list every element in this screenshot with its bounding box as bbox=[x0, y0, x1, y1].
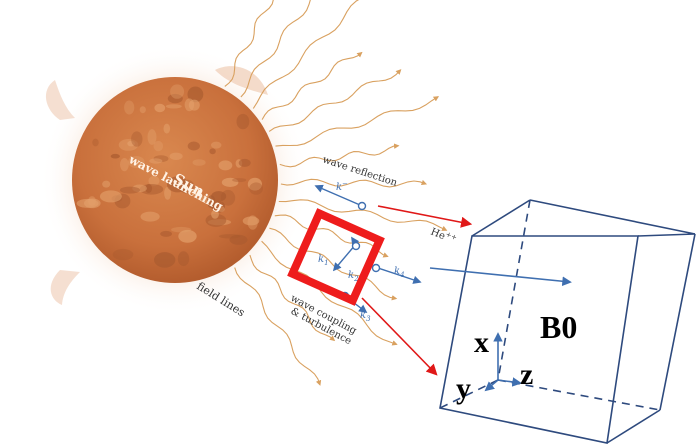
b0-label: B0 bbox=[540, 309, 577, 345]
field-line bbox=[252, 0, 360, 109]
field-line bbox=[279, 143, 400, 168]
axis-y-label: y bbox=[456, 372, 471, 405]
field-line bbox=[261, 240, 398, 346]
simulation-box bbox=[439, 199, 696, 444]
k2-label: k2 bbox=[348, 270, 359, 283]
axis-x-label: x bbox=[474, 326, 489, 359]
field-line bbox=[240, 0, 311, 98]
field-line bbox=[224, 0, 274, 87]
field-line bbox=[274, 214, 389, 258]
field-line bbox=[269, 227, 398, 301]
wave-vector-labels: k− k1 k2 k3 k4 bbox=[318, 180, 405, 323]
k-minus-label: k− bbox=[336, 180, 348, 193]
sun-surface-texture bbox=[76, 84, 263, 268]
b0-field-arrow bbox=[429, 267, 572, 287]
field-line bbox=[234, 267, 322, 386]
field-line bbox=[275, 96, 440, 147]
k3-label: k3 bbox=[360, 310, 371, 323]
helium-label: He++ bbox=[429, 225, 458, 247]
zoom-arrows bbox=[361, 205, 473, 376]
axis-z-label: z bbox=[520, 358, 533, 391]
coordinate-axes bbox=[484, 332, 522, 392]
k4-label: k4 bbox=[394, 266, 405, 279]
field-lines bbox=[224, 0, 448, 386]
sun: Sun wave launching bbox=[72, 77, 278, 283]
field-line bbox=[261, 51, 363, 120]
field-line bbox=[268, 69, 402, 132]
field-line bbox=[278, 199, 448, 231]
zoom-region-square bbox=[287, 208, 385, 306]
field-line bbox=[280, 178, 428, 188]
wave-reflection-label: wave reflection bbox=[321, 154, 399, 189]
k1-label: k1 bbox=[318, 254, 329, 267]
field-line bbox=[249, 254, 336, 342]
